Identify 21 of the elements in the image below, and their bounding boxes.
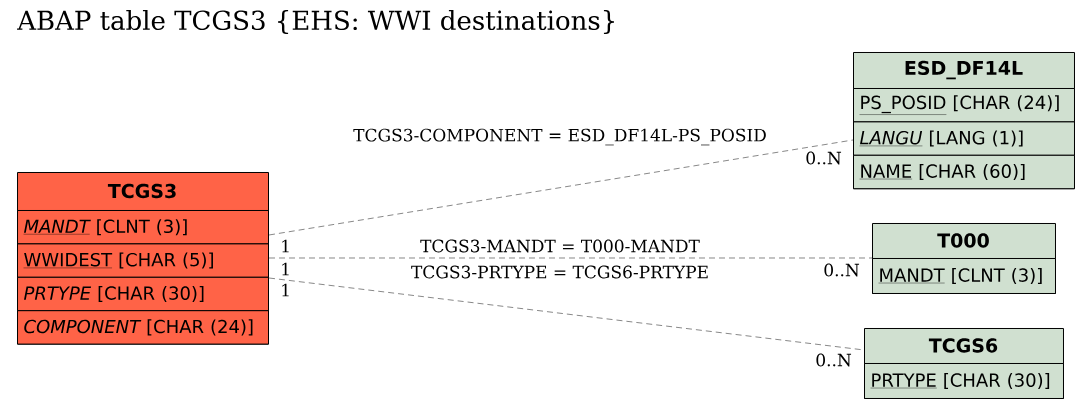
table-row: MANDT [CLNT (3)]	[872, 258, 1056, 294]
cardinality-label: 1	[282, 239, 289, 253]
cardinality-label: 0..N	[824, 263, 860, 277]
table-row: PRTYPE [CHAR (30)]	[864, 363, 1064, 399]
edge-label: TCGS3-PRTYPE = TCGS6-PRTYPE	[410, 264, 710, 280]
table-row: COMPONENT [CHAR (24)]	[17, 310, 269, 345]
table-row: MANDT [CLNT (3)]	[17, 210, 269, 245]
cardinality-label: 1	[282, 262, 289, 276]
edge-label: TCGS3-MANDT = T000-MANDT	[419, 238, 701, 254]
cardinality-label: 1	[282, 283, 289, 297]
table-row: PS_POSID [CHAR (24)]	[853, 88, 1075, 123]
table-row: WWIDEST [CHAR (5)]	[17, 243, 269, 278]
title: ABAP table TCGS3 {EHS: WWI destinations}	[17, 10, 614, 34]
cardinality-label: 0..N	[806, 151, 842, 165]
table-row: PRTYPE [CHAR (30)]	[17, 276, 269, 312]
cardinality-label: 0..N	[816, 353, 852, 367]
connector-line	[268, 139, 854, 236]
table-row: NAME [CHAR (60)]	[853, 154, 1075, 190]
connector-line	[268, 257, 873, 259]
edge-label: TCGS3-COMPONENT = ESD_DF14L-PS_POSID	[352, 127, 768, 147]
table-row: LANGU [LANG (1)]	[853, 121, 1075, 156]
